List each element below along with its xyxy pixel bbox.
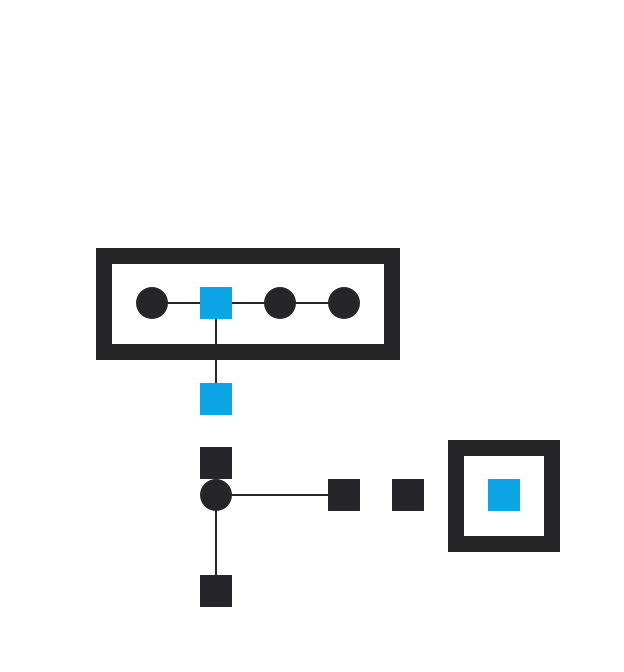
group-top-frame: [96, 248, 400, 360]
node-n1-circle: [136, 287, 168, 319]
node-n5-square: [200, 383, 232, 415]
node-n7-circle: [200, 479, 232, 511]
node-n11-square: [200, 575, 232, 607]
node-n4-circle: [328, 287, 360, 319]
node-n10-square: [488, 479, 520, 511]
groups-layer: [96, 248, 560, 552]
node-n3-circle: [264, 287, 296, 319]
group-right-frame: [448, 440, 560, 552]
node-n6-square: [200, 447, 232, 479]
node-n2-square: [200, 287, 232, 319]
node-n8-square: [328, 479, 360, 511]
nodes-layer: [136, 287, 520, 607]
node-n9-square: [392, 479, 424, 511]
